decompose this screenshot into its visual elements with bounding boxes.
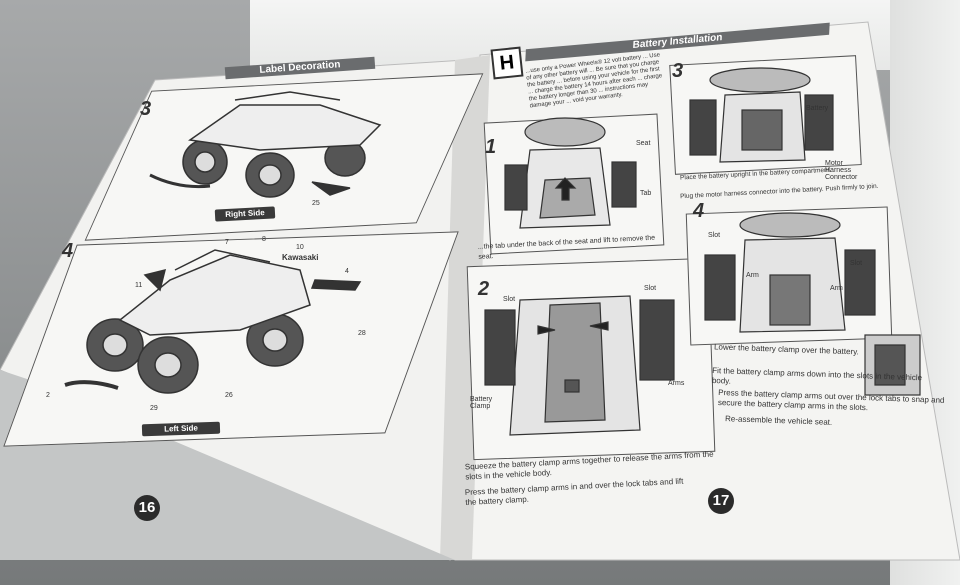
label-8: 8 <box>262 236 266 243</box>
label-25: 25 <box>312 200 320 207</box>
step-number: 4 <box>693 200 705 222</box>
label-kawasaki: Kawasaki <box>282 253 319 262</box>
step-number: 4 <box>62 240 74 262</box>
label-arms: Arms <box>668 380 685 387</box>
label-28: 28 <box>358 330 366 337</box>
label-slot: Slot <box>503 296 516 303</box>
label-tab: Tab <box>640 190 652 197</box>
label-slot: Slot <box>708 232 721 239</box>
label-slot: Slot <box>644 285 657 292</box>
label-26: 26 <box>225 392 233 399</box>
page-number-16: 16 <box>134 495 160 521</box>
page-number-17: 17 <box>708 488 734 514</box>
step-number: 2 <box>478 278 490 300</box>
label-10: 10 <box>296 244 304 251</box>
label-11: 11 <box>135 282 143 289</box>
label-slot: Slot <box>850 260 863 267</box>
label-arm: Arm <box>746 272 759 279</box>
label-battery: Battery <box>806 105 829 112</box>
label-arm: Arm <box>830 285 843 292</box>
label-29: 29 <box>150 405 158 412</box>
step-number: 3 <box>672 60 684 82</box>
step-number: 3 <box>140 98 152 120</box>
label-7: 7 <box>225 239 229 246</box>
label-seat: Seat <box>636 140 651 147</box>
label-4: 4 <box>345 268 349 275</box>
label-battery-clamp: Battery Clamp <box>470 396 493 410</box>
step-number: 1 <box>485 136 497 158</box>
label-2: 2 <box>46 392 50 399</box>
label-motor-harness-connector: Motor Harness Connector <box>825 160 858 181</box>
